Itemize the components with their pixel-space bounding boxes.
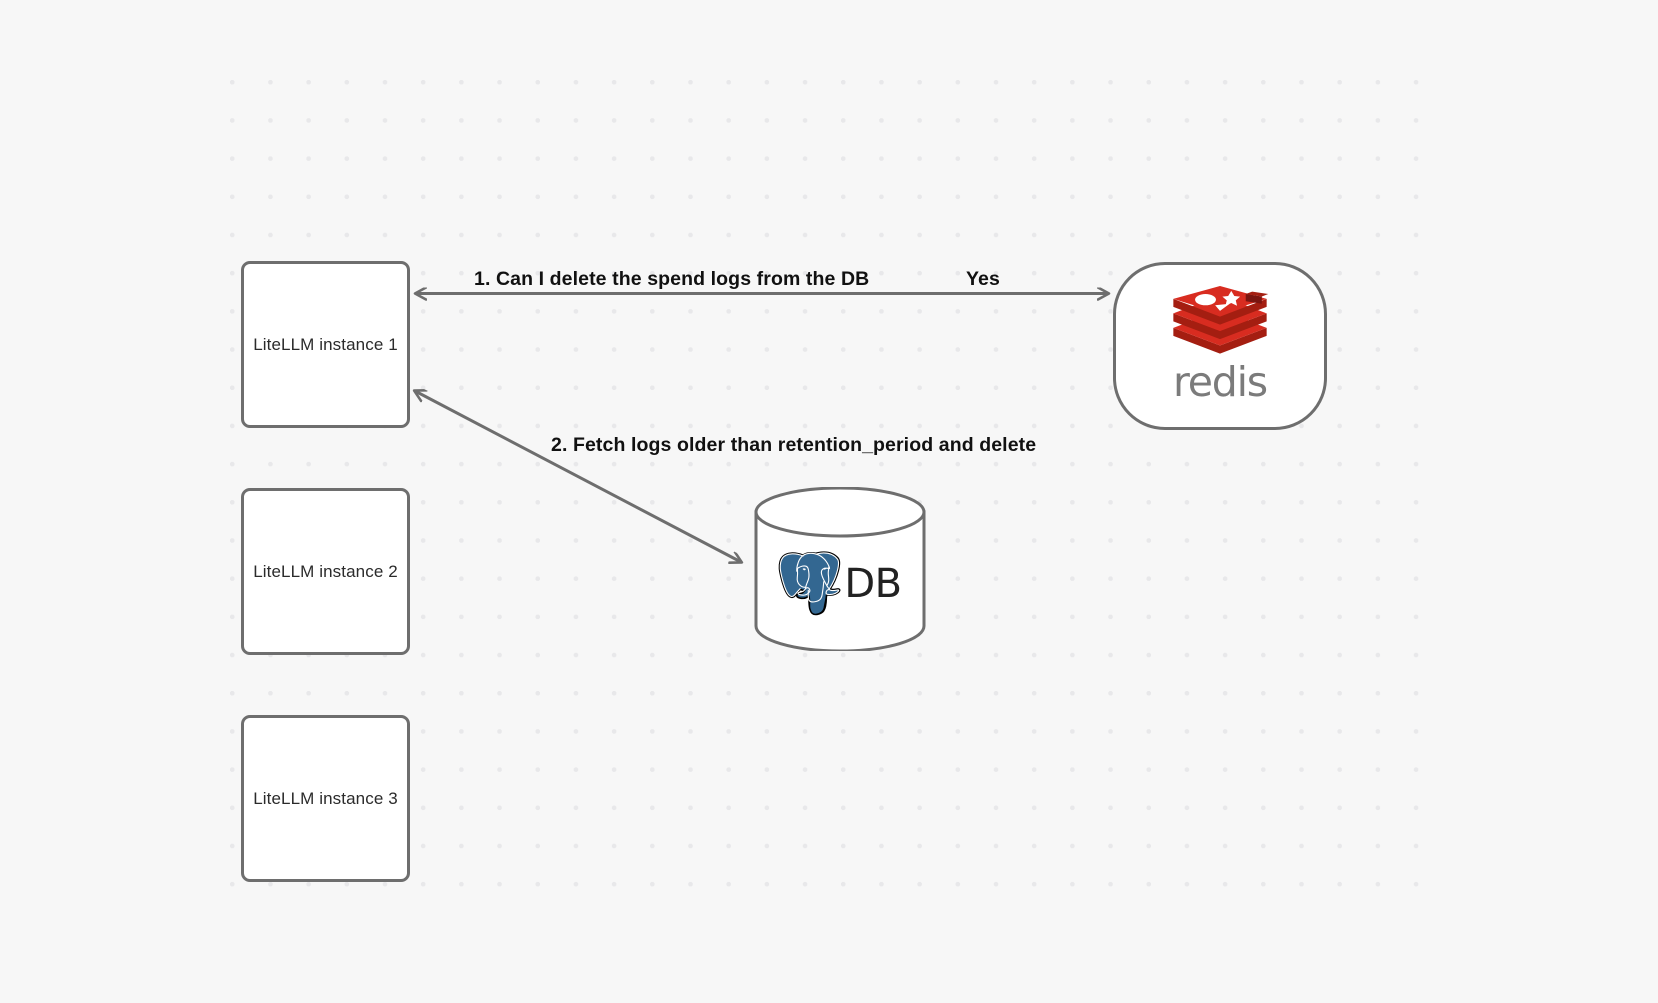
redis-stack-icon: [1173, 285, 1269, 354]
edge-label-step-1: 1. Can I delete the spend logs from the …: [474, 268, 870, 290]
node-litellm-instance-1[interactable]: LiteLLM instance 1: [241, 261, 410, 428]
edge-litellm-db: [415, 391, 741, 562]
node-redis[interactable]: redis: [1113, 262, 1327, 430]
cylinder-shape-icon: [754, 487, 926, 651]
edge-label-step-2: 2. Fetch logs older than retention_perio…: [551, 434, 1037, 456]
edge-label-step-1-reply: Yes: [966, 268, 1000, 290]
node-litellm-instance-2-label: LiteLLM instance 2: [253, 561, 398, 581]
node-litellm-instance-2[interactable]: LiteLLM instance 2: [241, 488, 410, 655]
node-litellm-instance-3-label: LiteLLM instance 3: [253, 788, 398, 808]
node-database[interactable]: DB: [753, 487, 927, 651]
postgresql-elephant-icon: [779, 551, 841, 616]
node-litellm-instance-3[interactable]: LiteLLM instance 3: [241, 715, 410, 882]
database-label: DB: [844, 561, 902, 607]
redis-logo: redis: [1168, 285, 1272, 406]
redis-wordmark: redis: [1173, 357, 1268, 406]
node-litellm-instance-1-label: LiteLLM instance 1: [253, 334, 398, 354]
